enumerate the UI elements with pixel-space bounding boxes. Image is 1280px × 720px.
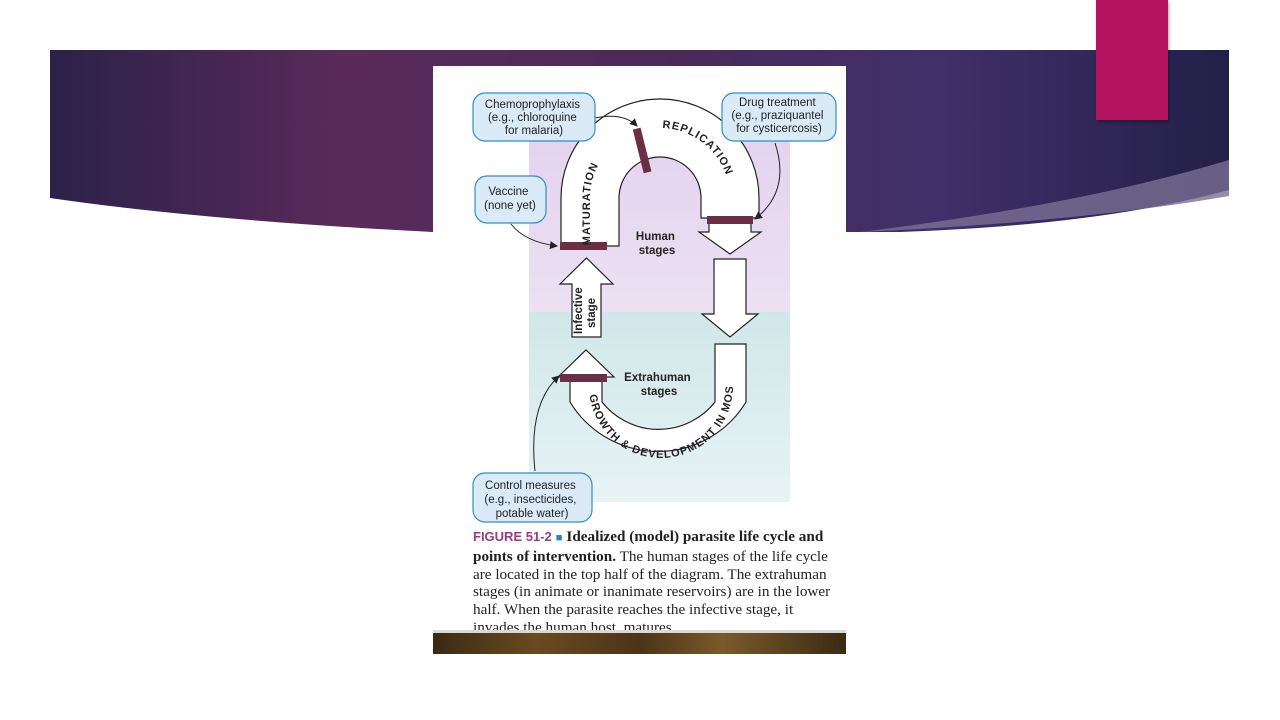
control-measures-callout: Control measures (e.g., insecticides, po…	[472, 472, 593, 523]
life-cycle-diagram: MATURATION REPLICATION GROWTH & DEVELOPM…	[433, 66, 837, 523]
block-bar-vaccine	[560, 242, 607, 250]
accent-tab	[1096, 0, 1168, 120]
svg-text:Chemoprophylaxis (e.g.: Chemoprophylaxis (e.g., chloroquine for …	[485, 99, 583, 137]
svg-text:Control measures (e.g.: Control measures (e.g., insecticides, po…	[484, 480, 579, 520]
block-bar-chemoprophylaxis	[632, 127, 652, 174]
vaccine-pointer	[510, 223, 558, 250]
vaccine-callout: Vaccine (none yet)	[474, 175, 547, 224]
svg-text:Vaccine (none yet): Vaccine (none yet)	[484, 186, 536, 212]
extrahuman-stages-label: Extrahuman stages	[624, 372, 694, 398]
caption-title: Idealized (model) parasite life cycle an…	[473, 528, 824, 565]
block-bar-drug-treatment	[707, 216, 753, 224]
control-measures-pointer	[533, 375, 560, 472]
infective-stage-label: Infective stage	[573, 284, 598, 334]
svg-text:Drug treatment (e.g.,: Drug treatment (e.g., praziquantel for c…	[731, 97, 826, 135]
photo-strip	[433, 630, 846, 654]
middle-down-arrow	[700, 258, 760, 338]
drug-treatment-pointer	[754, 142, 781, 220]
chemoprophylaxis-callout: Chemoprophylaxis (e.g., chloroquine for …	[472, 92, 596, 142]
infective-stage-arrow	[558, 257, 615, 338]
figure-number: FIGURE 51-2	[473, 529, 552, 544]
textbook-figure: MATURATION REPLICATION GROWTH & DEVELOPM…	[433, 66, 846, 654]
banner-swoosh	[860, 160, 1229, 232]
figure-caption: FIGURE 51-2■Idealized (model) parasite l…	[473, 528, 839, 637]
drug-treatment-callout: Drug treatment (e.g., praziquantel for c…	[721, 92, 837, 142]
block-bar-control-measures	[560, 374, 607, 382]
caption-bullet-icon: ■	[555, 532, 563, 544]
human-stages-label: Human stages	[636, 231, 678, 257]
bottom-loop-arrow	[556, 343, 747, 452]
chemoprophylaxis-pointer	[594, 115, 638, 127]
